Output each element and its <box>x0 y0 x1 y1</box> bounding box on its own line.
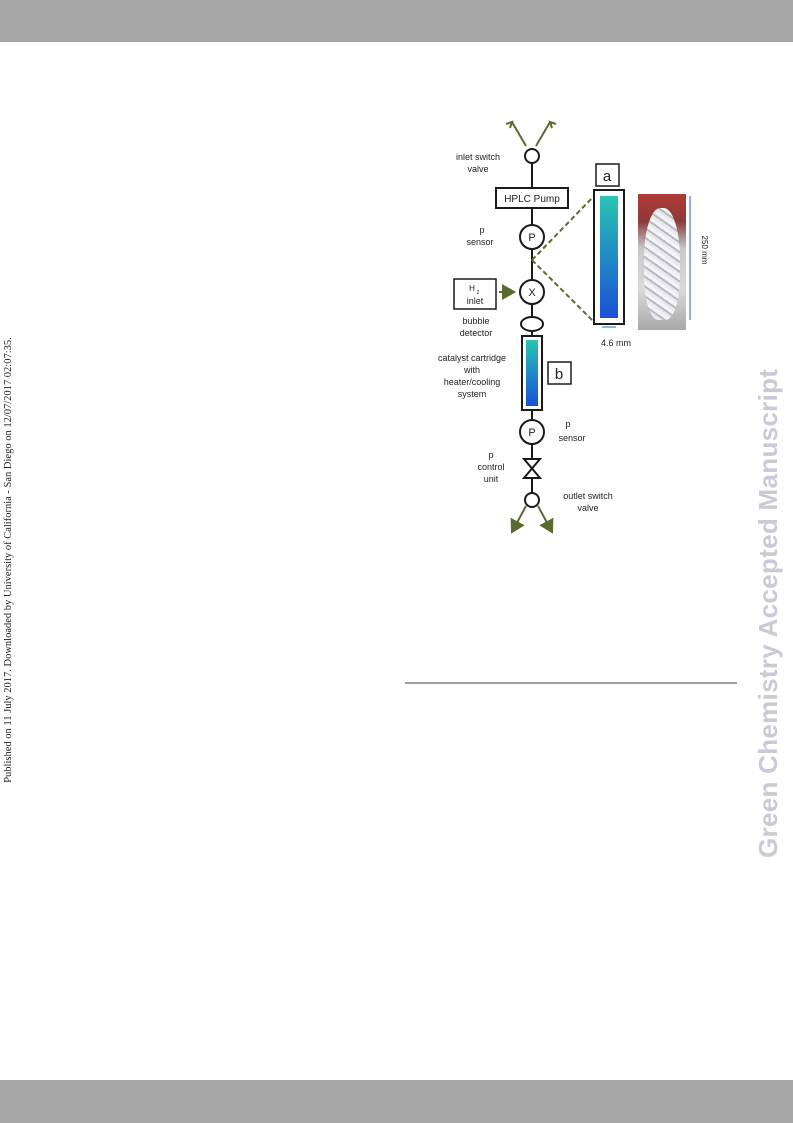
publication-note: Published on 11 July 2017. Downloaded by… <box>3 337 14 783</box>
panel-b-label: b <box>555 366 563 383</box>
p-sensor-1-label: p <box>479 225 484 235</box>
flow-diagram: inlet switch valve HPLC Pump P p sensor … <box>438 120 709 534</box>
hplc-pump-box <box>495 187 569 209</box>
zoom-line-bottom <box>531 259 595 323</box>
inlet-valve-label: inlet switch <box>456 152 500 162</box>
svg-text:2: 2 <box>477 290 480 296</box>
inlet-line-right <box>535 121 551 147</box>
outlet-line-left <box>510 505 527 534</box>
svg-text:sensor: sensor <box>558 433 585 443</box>
svg-text:heater/cooling: heater/cooling <box>444 377 501 387</box>
bubble-detector-label: bubble <box>462 316 489 326</box>
svg-text:system: system <box>458 389 487 399</box>
bubble-detector-icon <box>520 316 544 332</box>
svg-text:valve: valve <box>577 503 598 513</box>
width-dimension-label: 4.6 mm <box>601 338 631 348</box>
length-dimension-label: 250 mm <box>700 236 709 265</box>
svg-text:sensor: sensor <box>466 237 493 247</box>
header-band <box>0 0 793 42</box>
p-sensor-2-label: p <box>565 419 570 429</box>
svg-text:control: control <box>477 462 504 472</box>
h2-inlet-box <box>453 278 497 310</box>
figure-divider <box>405 682 737 684</box>
enlarged-column-fill <box>600 196 618 318</box>
svg-text:with: with <box>463 365 480 375</box>
svg-text:P: P <box>528 427 535 439</box>
catalyst-label: catalyst cartridge <box>438 353 506 363</box>
journal-watermark: Green Chemistry Accepted Manuscript <box>753 368 783 858</box>
inlet-valve-icon <box>524 148 540 164</box>
flow-reactor-figure: inlet switch valve HPLC Pump P p sensor … <box>400 110 740 560</box>
outlet-line-right <box>537 505 554 534</box>
pressure-sensor-2-icon <box>519 419 545 445</box>
mixing-point-icon <box>519 279 545 305</box>
svg-text:detector: detector <box>460 328 493 338</box>
wrapped-column-photo <box>638 194 686 330</box>
panel-a-label: a <box>603 168 612 185</box>
svg-text:X: X <box>528 287 536 299</box>
svg-text:unit: unit <box>484 474 499 484</box>
foil-insulation <box>644 208 680 320</box>
svg-text:valve: valve <box>467 164 488 174</box>
pressure-control-valve-icon <box>521 458 543 479</box>
catalyst-cartridge-fill <box>526 340 538 406</box>
outlet-valve-label: outlet switch <box>563 491 613 501</box>
zoom-line-top <box>531 195 595 261</box>
panel-b-box <box>547 361 572 385</box>
hplc-pump-label: HPLC Pump <box>504 194 560 205</box>
pressure-sensor-1-icon <box>519 224 545 250</box>
footer-band <box>0 1080 793 1123</box>
svg-text:inlet: inlet <box>467 296 484 306</box>
panel-a-box <box>595 163 620 187</box>
svg-text:P: P <box>528 232 535 244</box>
control-unit-label: p <box>488 450 493 460</box>
outlet-valve-icon <box>524 492 540 508</box>
inlet-line-left <box>511 121 527 147</box>
svg-text:H: H <box>469 284 475 293</box>
